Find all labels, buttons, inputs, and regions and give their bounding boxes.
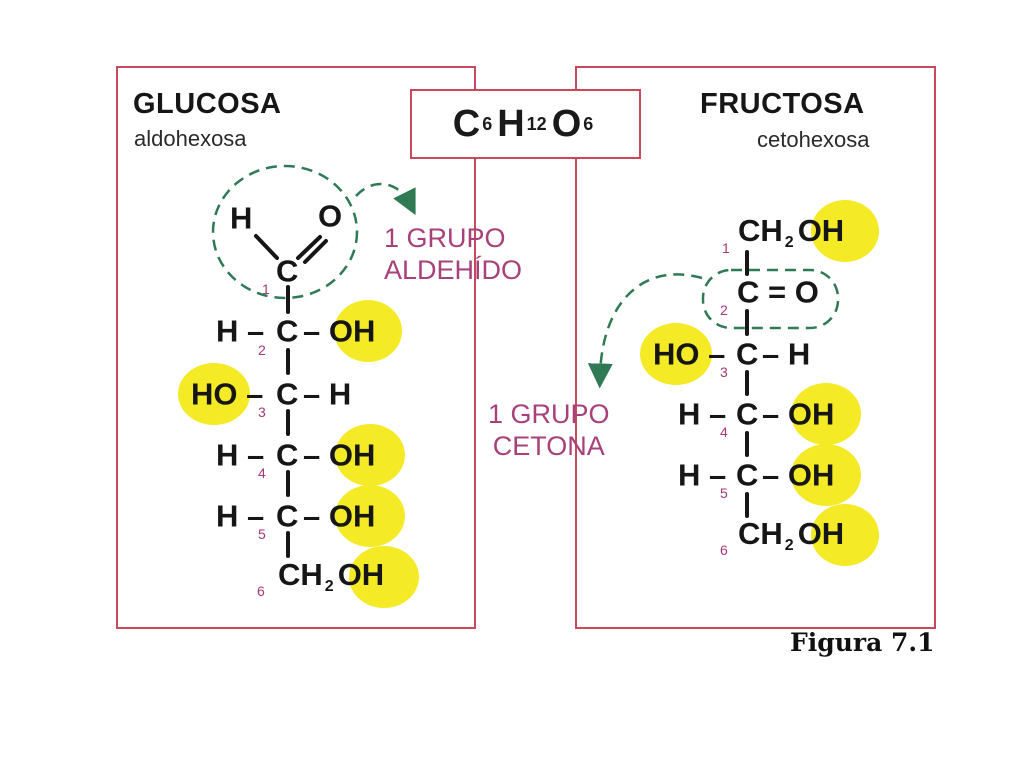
fructose-carbon-number-3: 3 [720,364,728,380]
glucose-c6-subscript: 2 [324,578,334,595]
glucose-carbon-number-4: 4 [258,465,266,481]
glucose-c2-right: – OH [303,313,376,349]
glucose-carbon-number-6: 6 [257,583,265,599]
fructose-c3-left: HO – [653,336,726,372]
fructose-c5-left: H – [678,457,727,493]
glucose-hydroxyl-highlight-c2 [334,300,402,362]
glucose-c4-right: – OH [303,437,376,473]
aldehyde-label-line2: ALDEHÍDO [384,255,523,285]
glucose-c5-right: – OH [303,498,376,534]
glucose-hydroxyl-highlight-c6 [349,546,419,608]
glucose-aldehyde-hydrogen: H [230,200,253,236]
figure-caption: Figura 7.1 [790,628,935,657]
fructose-carbon-5: C [736,457,759,493]
glucose-c2-left: H – [216,313,265,349]
fructose-c6-ch-text: CH [738,516,783,551]
formula-carbon-count: 6 [482,113,493,134]
fructose-c5-right: – OH [762,457,835,493]
formula-oxygen: O [551,102,582,145]
fructose-carbon-4: C [736,396,759,432]
glucose-carbon-number-3: 3 [258,404,266,420]
fructose-carbon-number-2: 2 [720,302,728,318]
fructose-carbon-number-4: 4 [720,424,728,440]
glucose-panel [116,66,476,629]
dashed-group-outlines [211,164,840,389]
fructose-carbonyl: C = O [737,274,819,310]
glucose-subtitle: aldohexosa [134,126,247,151]
glucose-c5-left: H – [216,498,265,534]
glucose-title: GLUCOSA [133,88,282,120]
fructose-hydroxyl-highlight-c1 [811,200,879,262]
glucose-c3-left: HO – [191,376,264,412]
fructose-subtitle: cetohexosa [757,127,870,152]
glucose-carbon-number-1: 1 [262,281,270,297]
glucose-hydroxyl-highlight-c3 [178,363,250,425]
fructose-c3-right: – H [762,336,811,372]
glucose-carbon-number-5: 5 [258,526,266,542]
fructose-carbon-3: C [736,336,759,372]
fructose-carbon-number-5: 5 [720,485,728,501]
fructose-hydroxyl-highlight-c4 [791,383,861,445]
fructose-c1-oh: OH [797,213,845,248]
glucose-carbon-2: C [276,313,299,349]
formula-carbon: C [452,102,481,145]
ketone-group-outline [701,268,840,330]
ketone-arrow [587,273,703,389]
aldehyde-group-label: 1 GRUPO ALDEHÍDO [384,222,522,286]
glucose-carbon-4: C [276,437,299,473]
formula-hydrogen-count: 12 [526,113,547,134]
glucose-aldehyde-oxygen: O [318,198,343,234]
aldehyde-label-line1: 1 GRUPO [384,223,506,253]
formula-hydrogen: H [497,102,525,145]
glucose-c6-ch-text: CH [278,557,323,592]
aldehyde-group-outline [211,164,359,300]
glucose-carbon-5: C [276,498,299,534]
fructose-hydroxyl-highlight-c6 [811,504,879,566]
fructose-hydroxyl-highlight-c3 [640,323,712,385]
fructose-c4-left: H – [678,396,727,432]
glucose-carbon-3: C [276,376,299,412]
glucose-c3-right: – H [303,376,352,412]
fructose-c6-oh: OH [797,516,845,551]
glucose-bonds [254,234,328,558]
fructose-c6-subscript: 2 [784,537,794,554]
fructose-hydroxyl-highlight-c5 [791,444,861,506]
glucose-hydroxyl-highlight-c5 [335,485,405,547]
glucose-carbon-number-2: 2 [258,342,266,358]
ketone-group-label: 1 GRUPO CETONA [488,398,610,462]
fructose-title: FRUCTOSA [700,88,865,120]
ketone-label-line2: CETONA [492,431,605,461]
aldehyde-arrow [355,182,416,216]
fructose-c4-right: – OH [762,396,835,432]
glucose-c4-left: H – [216,437,265,473]
ketone-label-line1: 1 GRUPO [488,399,610,429]
glucose-c6-oh: OH [337,557,385,592]
fructose-c1-subscript: 2 [784,234,794,251]
fructose-c1-ch-text: CH [738,213,783,248]
fructose-carbon-number-6: 6 [720,542,728,558]
glucose-carbon-1: C [276,253,299,289]
glucose-hydroxyl-highlight-c4 [335,424,405,486]
fructose-carbon-number-1: 1 [722,240,730,256]
formula-oxygen-count: 6 [583,113,594,134]
